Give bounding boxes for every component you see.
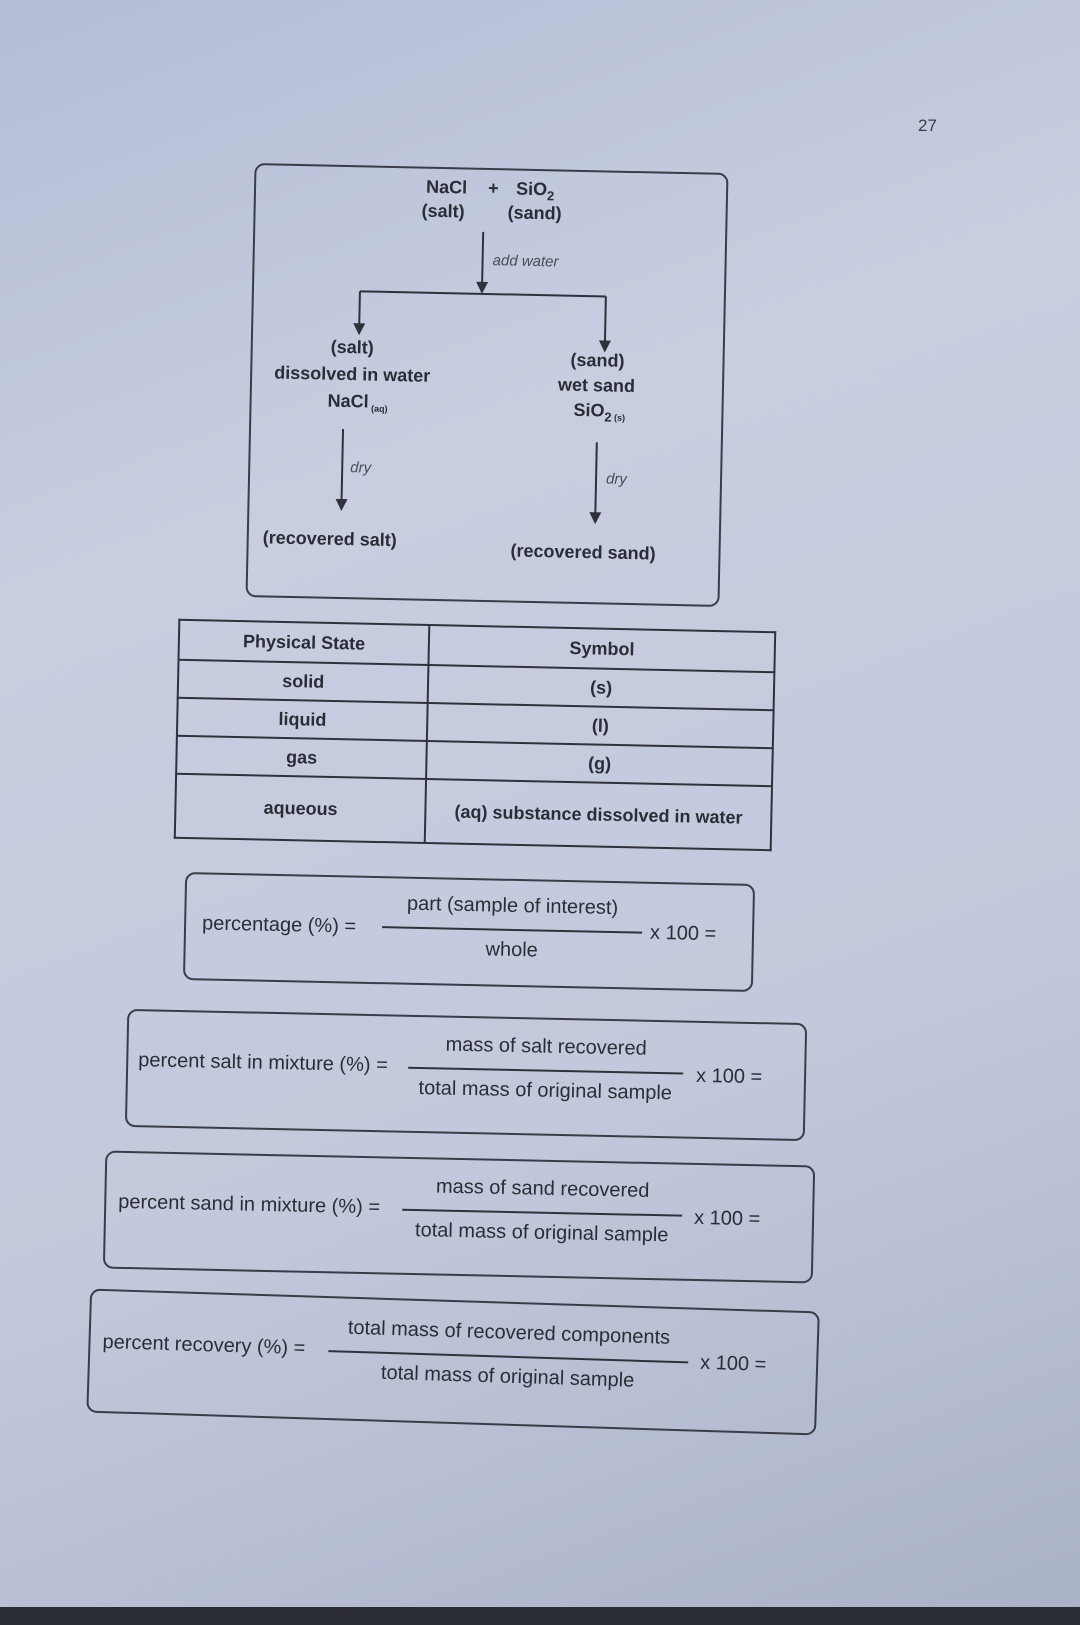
state-cell: aqueous — [174, 774, 427, 843]
formula-label: percentage (%) = — [201, 912, 357, 938]
sio2-s-formula: SiO2 (s) — [573, 399, 626, 425]
percent-sand-formula-box: percent sand in mixture (%) = mass of sa… — [102, 1150, 816, 1288]
page-number: 27 — [918, 116, 937, 135]
flow-arrows — [335, 231, 611, 525]
recovered-salt-label: (recovered salt) — [262, 527, 398, 551]
formula-multiplier: x 100 = — [699, 1351, 767, 1376]
left-salt-label: (salt) — [330, 336, 374, 358]
symbol-cell: (aq) substance dissolved in water — [425, 779, 772, 851]
nacl-aq-formula: NaCl (aq) — [327, 390, 388, 414]
percent-recovery-formula-box: percent recovery (%) = total mass of rec… — [86, 1288, 820, 1440]
header-physical-state: Physical State — [178, 619, 430, 666]
formula-multiplier: x 100 = — [695, 1064, 763, 1089]
physical-state-table: Physical State Symbol solid (s) liquid (… — [174, 619, 776, 851]
percentage-formula-box: percentage (%) = part (sample of interes… — [182, 872, 756, 994]
state-cell: liquid — [176, 698, 428, 742]
dissolved-in-water-label: dissolved in water — [274, 362, 431, 386]
separation-flowchart: NaCl + SiO2 (salt) (sand) add water (sal… — [245, 163, 729, 607]
percent-salt-formula-box: percent salt in mixture (%) = mass of sa… — [124, 1008, 808, 1145]
table-row: aqueous (aq) substance dissolved in wate… — [174, 774, 772, 851]
state-cell: gas — [176, 736, 428, 780]
formula-multiplier: x 100 = — [649, 921, 717, 946]
dry-right-label: dry — [605, 470, 628, 488]
wet-sand-label: wet sand — [557, 374, 636, 397]
add-water-label: add water — [492, 252, 559, 271]
dry-left-label: dry — [350, 459, 372, 477]
formula-multiplier: x 100 = — [693, 1206, 761, 1231]
recovered-sand-label: (recovered sand) — [510, 540, 656, 564]
right-sand-label: (sand) — [570, 349, 625, 371]
state-cell: solid — [177, 659, 429, 704]
bottom-edge-shadow — [0, 1607, 1080, 1625]
